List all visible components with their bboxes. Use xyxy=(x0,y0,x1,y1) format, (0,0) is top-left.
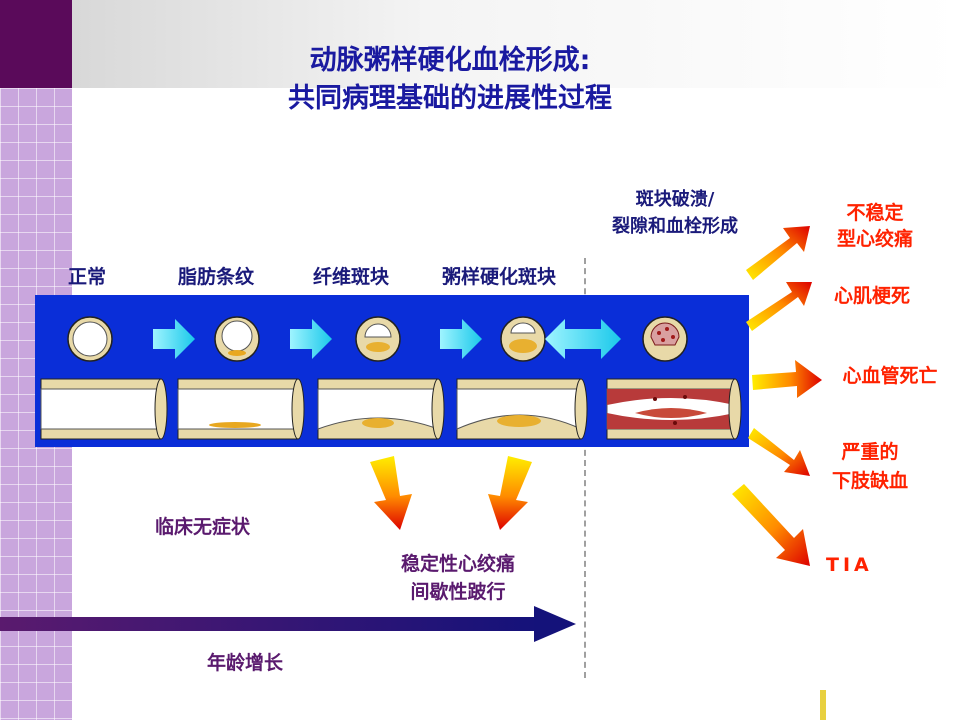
stable-label-line-2: 间歇性跛行 xyxy=(410,581,506,603)
stage-label-atherosclerotic-plaque: 粥样硬化斑块 xyxy=(442,266,557,288)
asymptomatic-label: 临床无症状 xyxy=(155,516,251,538)
stage-arrow-1 xyxy=(153,319,195,359)
outcome-tia: TIA xyxy=(826,554,873,576)
arrow-to-limb-ischemia xyxy=(748,428,810,476)
outcome-unstable-angina-line-1: 不稳定 xyxy=(846,202,904,224)
outcome-unstable-angina: 不稳定 型心绞痛 xyxy=(820,200,930,252)
outcome-limb-ischemia-line-1: 严重的 xyxy=(841,441,899,463)
cross-section-atherosclerotic-plaque xyxy=(500,316,546,362)
vessel-segment-atherosclerotic-plaque xyxy=(456,378,588,440)
stable-label: 稳定性心绞痛 间歇性跛行 xyxy=(370,550,546,606)
arrow-to-tia xyxy=(732,484,810,566)
stable-label-line-1: 稳定性心绞痛 xyxy=(400,553,515,575)
rupture-label-line-2: 裂隙和血栓形成 xyxy=(612,216,738,237)
stage-label-fibrous-plaque: 纤维斑块 xyxy=(313,266,390,288)
vessel-segment-fibrous-plaque xyxy=(317,378,445,440)
title-line-2: 共同病理基础的进展性过程 xyxy=(288,83,612,114)
rupture-label-line-1: 斑块破溃/ xyxy=(635,189,715,210)
age-arrow xyxy=(0,606,576,642)
cross-section-ruptured-plaque xyxy=(642,316,688,362)
age-label: 年龄增长 xyxy=(207,652,284,674)
stage-arrow-2 xyxy=(290,319,332,359)
title-line-1: 动脉粥样硬化血栓形成: xyxy=(309,45,591,76)
vessel-segment-ruptured xyxy=(606,378,742,440)
outcome-mi: 心肌梗死 xyxy=(833,285,910,307)
outcome-limb-ischemia: 严重的 下肢缺血 xyxy=(818,438,922,496)
vessel-segment-fatty-streak xyxy=(177,378,305,440)
corner-block xyxy=(0,0,72,88)
arrow-to-stable-1 xyxy=(370,456,412,530)
cross-section-normal xyxy=(67,316,113,362)
rupture-label: 斑块破溃/ 裂隙和血栓形成 xyxy=(590,186,760,240)
stage-label-normal: 正常 xyxy=(68,266,107,288)
cross-section-fibrous-plaque xyxy=(355,316,401,362)
yellow-accent-bar xyxy=(820,690,826,720)
outcome-unstable-angina-line-2: 型心绞痛 xyxy=(836,228,913,250)
outcome-cv-death: 心血管死亡 xyxy=(842,365,938,387)
cross-section-fatty-streak xyxy=(214,316,260,362)
arrow-to-unstable-angina xyxy=(746,226,810,280)
stage-arrow-bidirectional xyxy=(545,319,621,359)
vessel-segment-normal xyxy=(40,378,168,440)
arrow-to-mi xyxy=(746,282,812,331)
outcome-limb-ischemia-line-2: 下肢缺血 xyxy=(831,470,908,492)
header-band xyxy=(72,0,960,88)
vessel-illustration xyxy=(40,316,742,440)
arrow-to-stable-2 xyxy=(488,456,532,530)
stage-label-fatty-streak: 脂肪条纹 xyxy=(178,266,255,288)
arrow-to-cv-death xyxy=(752,360,822,398)
divider-dashed-line xyxy=(584,258,586,678)
stage-arrow-3 xyxy=(440,319,482,359)
vessel-panel xyxy=(35,295,749,447)
